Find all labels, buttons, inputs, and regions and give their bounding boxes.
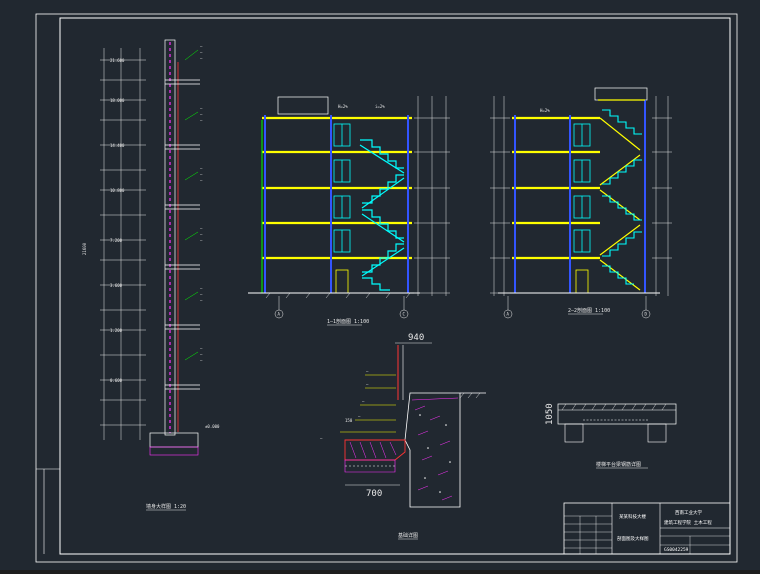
foundation-aggregate: [419, 414, 451, 493]
foundation-leaders: [340, 374, 396, 433]
svg-text:—: —: [200, 226, 203, 231]
svg-text:—: —: [200, 298, 203, 303]
svg-text:3.600: 3.600: [110, 283, 123, 288]
section1-slope-2: i=2%: [375, 104, 385, 109]
svg-text:—: —: [200, 358, 203, 363]
wall-detail-caption: 墙身大样图 1:20: [146, 503, 186, 510]
slab-dim-1050: 1050: [545, 403, 555, 425]
svg-text:—: —: [200, 56, 203, 61]
foundation-notes: — — — — —: [320, 369, 369, 441]
slab-detail-group: 1050 楼梯平台梁钢筋详图: [545, 403, 677, 469]
wall-floor-slabs: [165, 79, 200, 390]
section1-roof-box: [277, 96, 329, 115]
svg-text:—: —: [200, 50, 203, 55]
wall-total-height: 21600: [82, 242, 87, 255]
foundation-concrete-body: [404, 392, 461, 508]
wall-notes: ——— ——— ——— ——— ——— ———: [200, 44, 203, 363]
svg-text:14.400: 14.400: [110, 143, 125, 148]
svg-text:1.200: 1.200: [110, 328, 123, 333]
svg-text:—: —: [358, 414, 361, 419]
svg-text:0.600: 0.600: [110, 378, 123, 383]
wall-dim-values: 21.600 18.000 14.400 10.800 7.200 3.600 1.2…: [110, 58, 125, 383]
wall-body-outer: [164, 39, 176, 436]
section1-slope-1: H=2%: [338, 104, 348, 109]
sheet-outer-border: [35, 13, 738, 563]
svg-text:18.000: 18.000: [110, 98, 125, 103]
svg-text:—: —: [200, 172, 203, 177]
section2-slabs: [512, 116, 600, 260]
svg-text:—: —: [200, 286, 203, 291]
svg-text:—: —: [200, 352, 203, 357]
wall-section-group: 21600 21.600 18.000 14.400 10.800 7.200 3.6…: [82, 39, 220, 511]
section2-axis-d: D: [645, 312, 648, 317]
svg-text:21.600: 21.600: [110, 58, 125, 63]
svg-text:—: —: [320, 436, 323, 441]
section-1-group: H=2% i=2%: [248, 96, 450, 326]
section1-windows: [333, 123, 351, 253]
section2-axis-a: A: [507, 312, 510, 317]
section1-dims: [414, 96, 450, 296]
section2-caption: 2—2剖面图 1:100: [568, 307, 610, 314]
title-project: 某某科技大楼: [619, 513, 646, 520]
section1-columns: [264, 115, 409, 293]
svg-text:—: —: [200, 346, 203, 351]
section2-dims: [490, 96, 672, 296]
section2-columns: [514, 100, 646, 293]
svg-text:—: —: [200, 232, 203, 237]
foundation-dim-940: 940: [408, 333, 424, 343]
svg-text:—: —: [200, 118, 203, 123]
wall-dim-ticks: [100, 59, 146, 426]
foundation-detail-group: 940 150: [320, 333, 486, 540]
svg-text:—: —: [200, 44, 203, 49]
section2-stairs: [602, 109, 642, 285]
title-drawing-label: 剖面图及大样图: [617, 535, 649, 542]
section1-caption: 1—1剖面图 1:100: [327, 318, 369, 325]
foundation-hatch: [411, 397, 459, 501]
wall-ground-level: ±0.000: [205, 424, 220, 429]
section1-ground-hatch: [265, 292, 411, 299]
section2-slope: H=2%: [540, 108, 550, 113]
svg-text:—: —: [200, 166, 203, 171]
section2-windows: [573, 123, 591, 253]
foundation-dim-700: 700: [366, 489, 382, 499]
foundation-dim-150: 150: [345, 418, 353, 423]
svg-text:—: —: [366, 382, 369, 387]
section-2-group: H=2%: [490, 87, 672, 319]
svg-text:—: —: [200, 178, 203, 183]
svg-text:10.800: 10.800: [110, 188, 125, 193]
foundation-caption: 基础详图: [398, 532, 418, 539]
apron-hatch: [349, 441, 397, 459]
title-drawing-no: GS0042259: [664, 547, 689, 553]
svg-text:—: —: [200, 292, 203, 297]
section2-stair-outline: [598, 99, 645, 291]
title-block: 西南工业大学 建筑工程学院 土木工程 某某科技大楼 剖面图及大样图 GS0042…: [563, 502, 731, 555]
section1-slabs: [262, 116, 412, 260]
section1-axis-a: A: [278, 312, 281, 317]
wall-leaders: [184, 49, 199, 361]
title-school: 西南工业大学: [675, 509, 702, 516]
svg-text:—: —: [362, 399, 365, 404]
section1-stairs: [359, 139, 405, 291]
sheet-inner-border: [59, 17, 731, 555]
svg-text:—: —: [200, 112, 203, 117]
title-subject: 建筑工程学院 土木工程: [664, 519, 712, 526]
svg-text:—: —: [200, 238, 203, 243]
slab-detail-caption: 楼梯平台梁钢筋详图: [596, 461, 641, 468]
section1-axis-c: C: [403, 312, 406, 317]
svg-text:—: —: [366, 369, 369, 374]
svg-text:7.200: 7.200: [110, 238, 123, 243]
slab-hatch: [561, 403, 667, 411]
svg-text:—: —: [200, 106, 203, 111]
